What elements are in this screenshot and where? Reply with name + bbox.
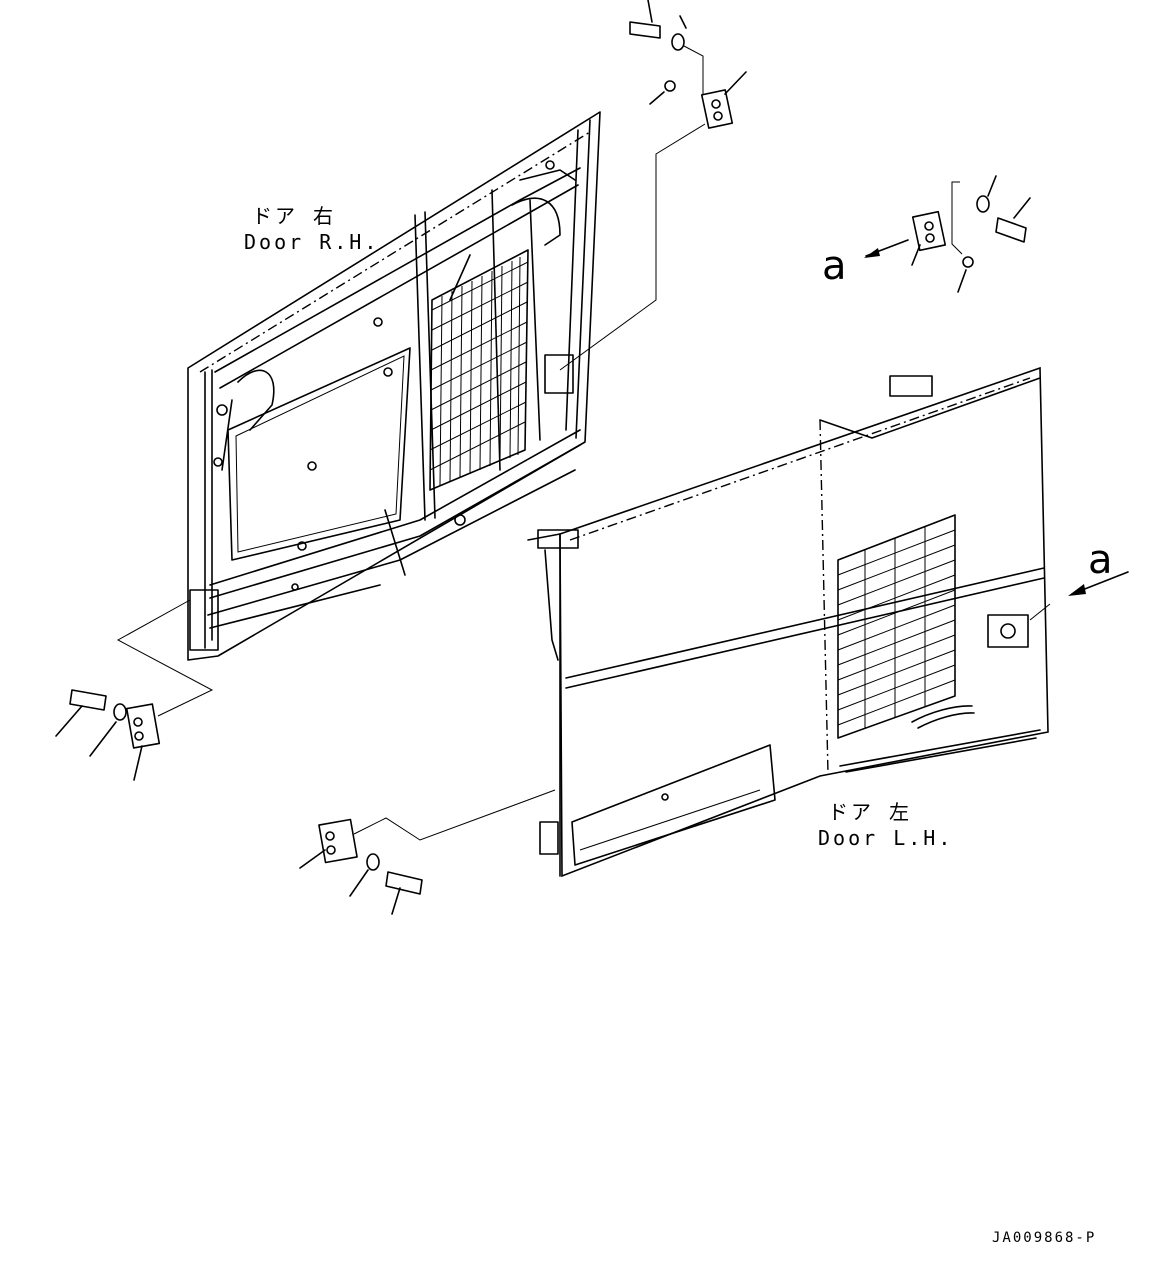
drawing-code: JA009868-P bbox=[992, 1230, 1097, 1246]
grille-rh bbox=[429, 256, 529, 487]
door-rh bbox=[187, 111, 601, 661]
label-door-rh-jp: ドア 右 bbox=[252, 204, 337, 228]
view-mark-right: a bbox=[1088, 537, 1113, 583]
grille-lh bbox=[837, 527, 956, 728]
view-mark-top: a bbox=[822, 243, 847, 289]
door-lh bbox=[527, 366, 1049, 878]
hardware bbox=[55, 0, 1129, 915]
label-door-lh-en: Door L.H. bbox=[818, 826, 954, 850]
label-door-lh-jp: ドア 左 bbox=[828, 800, 913, 824]
label-door-rh-en: Door R.H. bbox=[244, 230, 380, 254]
